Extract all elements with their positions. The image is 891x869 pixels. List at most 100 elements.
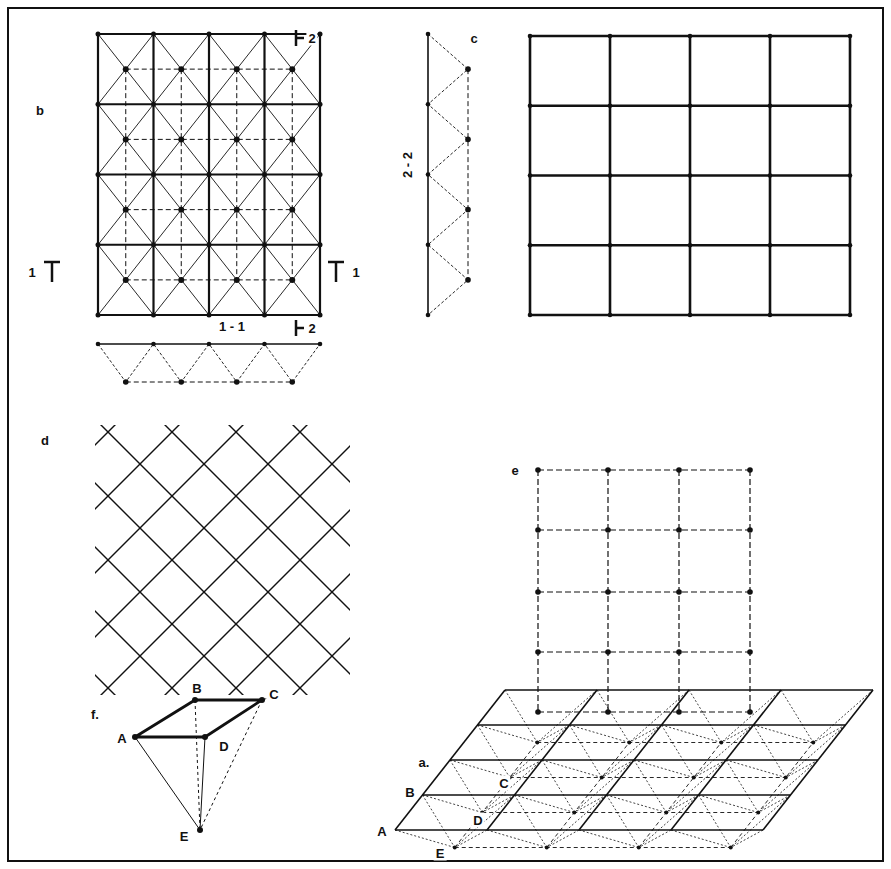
section-arrow: [296, 37, 304, 40]
web-member: [731, 830, 763, 848]
bottom-node: [676, 709, 682, 715]
top-node: [262, 342, 267, 347]
bottom-node: [535, 709, 541, 715]
web-member: [482, 795, 514, 813]
web-member: [574, 760, 634, 813]
top-node: [96, 102, 101, 107]
node: [259, 697, 265, 703]
top-node: [688, 34, 693, 39]
top-node: [151, 342, 156, 347]
bottom-node: [178, 207, 184, 213]
section-mark: 2: [306, 31, 317, 46]
bottom-node: [605, 467, 611, 473]
bottom-chord: [538, 711, 750, 712]
top-node: [318, 102, 323, 107]
top-node: [151, 242, 156, 247]
bottom-node: [572, 811, 576, 815]
web-member: [547, 795, 607, 848]
top-node: [426, 102, 431, 107]
grid-line: [124, 425, 350, 695]
bottom-node: [123, 277, 129, 283]
pyramid-module: [132, 697, 265, 833]
web-member: [758, 795, 790, 813]
top-node: [207, 342, 212, 347]
top-node: [96, 172, 101, 177]
top-node: [768, 173, 773, 178]
section-arrow: [296, 327, 304, 330]
plan-view: [96, 32, 323, 318]
bottom-node: [289, 207, 295, 213]
web-member: [813, 690, 873, 743]
top-node: [207, 32, 212, 37]
bottom-node: [453, 846, 457, 850]
bottom-chord: [538, 469, 750, 470]
web-member: [455, 795, 515, 848]
bottom-node: [676, 467, 682, 473]
top-node: [528, 313, 533, 318]
section-1-1: [96, 342, 323, 385]
bottom-node: [676, 649, 682, 655]
bottom-node: [123, 207, 129, 213]
web-member: [602, 760, 634, 778]
top-node: [688, 243, 693, 248]
top-node: [151, 313, 156, 318]
top-node: [207, 313, 212, 318]
bottom-node: [465, 137, 471, 143]
bottom-node: [234, 379, 240, 385]
web-member: [639, 795, 699, 848]
top-node: [688, 313, 693, 318]
bottom-node: [123, 66, 129, 72]
bottom-node: [178, 379, 184, 385]
bottom-node: [123, 379, 129, 385]
web-member: [629, 690, 689, 743]
web-member: [786, 725, 846, 778]
web-member: [666, 795, 698, 813]
grid-line: [95, 425, 220, 695]
bottom-node: [123, 136, 129, 142]
point-letter: A: [115, 731, 128, 746]
section-mark: 1: [26, 265, 37, 280]
top-chord: [609, 36, 612, 315]
section-marks: [44, 30, 344, 336]
bottom-node: [289, 136, 295, 142]
top-node: [207, 172, 212, 177]
top-node: [151, 172, 156, 177]
bottom-node: [747, 467, 753, 473]
top-node: [207, 242, 212, 247]
web-member: [482, 760, 542, 813]
bottom-node: [234, 136, 240, 142]
top-node: [426, 242, 431, 247]
web-member: [758, 760, 818, 813]
bottom-node: [747, 649, 753, 655]
bottom-node: [637, 846, 641, 850]
web-member: [547, 830, 579, 848]
top-node: [262, 32, 267, 37]
top-chord: [671, 690, 781, 830]
node: [192, 697, 198, 703]
bottom-node: [535, 467, 541, 473]
top-node: [318, 172, 323, 177]
section-mark: 1: [350, 265, 361, 280]
point-letter: C: [267, 687, 280, 702]
bottom-chord: [468, 69, 469, 280]
bottom-node: [234, 66, 240, 72]
section-mark: 2: [306, 321, 317, 336]
grid-line: [95, 425, 350, 695]
top-node: [262, 102, 267, 107]
diagonal-grid: [95, 425, 350, 695]
web-member: [597, 690, 629, 743]
point-letter: A: [375, 824, 388, 839]
web-member: [781, 690, 813, 743]
top-chord: [849, 36, 852, 315]
top-node: [848, 313, 853, 318]
bottom-chord: [538, 591, 750, 592]
top-node: [688, 173, 693, 178]
node: [197, 827, 203, 833]
bottom-node: [289, 66, 295, 72]
grid-line: [95, 425, 348, 695]
bottom-node: [605, 649, 611, 655]
top-node: [848, 243, 853, 248]
top-node: [608, 173, 613, 178]
